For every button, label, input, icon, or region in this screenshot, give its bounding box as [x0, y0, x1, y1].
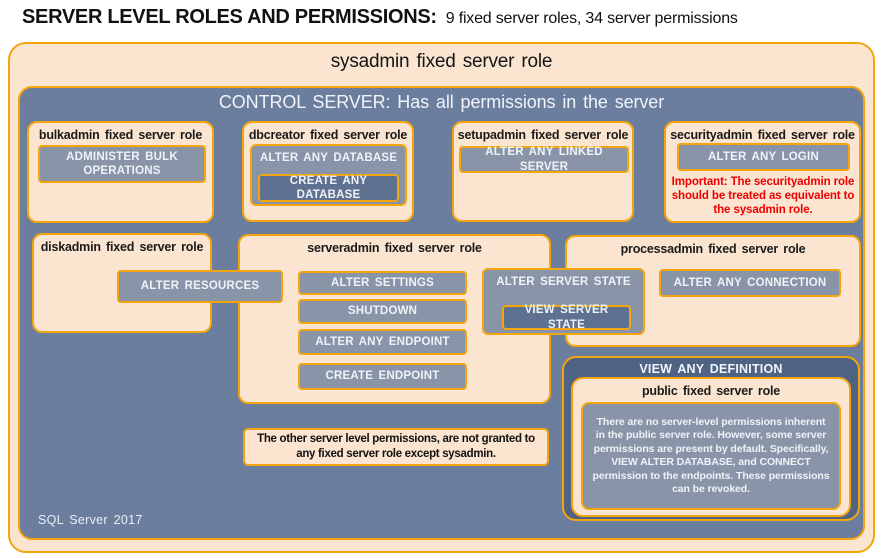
sysadmin-role-title: sysadmin fixed server role [330, 51, 553, 72]
permission-shutdown: SHUTDOWN [298, 299, 467, 324]
role-title-dbcreator: dbcreator fixed server role [248, 128, 408, 142]
permission-alter-any-database: ALTER ANY DATABASE CREATE ANY DATABASE [250, 144, 407, 206]
permission-alter-any-endpoint: ALTER ANY ENDPOINT [298, 329, 467, 355]
permission-alter-any-linked-server: ALTER ANY LINKED SERVER [459, 146, 629, 173]
permission-view-server-state: VIEW SERVER STATE [502, 304, 631, 331]
view-any-definition-label: VIEW ANY DEFINITION [639, 362, 783, 376]
role-title-securityadmin: securityadmin fixed server role [670, 128, 855, 142]
permission-create-any-database: CREATE ANY DATABASE [258, 174, 399, 202]
permission-alter-settings: ALTER SETTINGS [298, 271, 467, 295]
securityadmin-warning-note: Important: The securityadmin role should… [671, 176, 855, 217]
permission-alter-any-login: ALTER ANY LOGIN [677, 143, 850, 171]
permission-view-any-definition: VIEW ANY DEFINITION public fixed server … [562, 356, 860, 521]
role-title-processadmin: processadmin fixed server role [620, 242, 806, 256]
role-title-serveradmin: serveradmin fixed server role [307, 241, 482, 255]
page-title-bold: SERVER LEVEL ROLES AND PERMISSIONS: [22, 6, 437, 28]
role-title-setupadmin: setupadmin fixed server role [457, 128, 629, 142]
public-role-description: There are no server-level permissions in… [581, 402, 841, 510]
page-title-subtitle: 9 fixed server roles, 34 server permissi… [445, 10, 738, 27]
permission-alter-resources: ALTER RESOURCES [117, 270, 283, 303]
permission-administer-bulk-operations: ADMINISTER BULK OPERATIONS [38, 145, 206, 183]
permission-alter-any-connection: ALTER ANY CONNECTION [659, 269, 841, 297]
permission-create-endpoint: CREATE ENDPOINT [298, 363, 467, 390]
other-permissions-note: The other server level permissions, are … [243, 428, 549, 466]
role-box-securityadmin: securityadmin fixed server role [664, 121, 861, 223]
sql-server-version-label: SQL Server 2017 [38, 513, 143, 527]
role-title-bulkadmin: bulkadmin fixed server role [38, 128, 203, 142]
control-server-title: CONTROL SERVER: Has all permissions in t… [218, 92, 665, 112]
role-box-diskadmin: diskadmin fixed server role [32, 233, 212, 333]
page-title: SERVER LEVEL ROLES AND PERMISSIONS: 9 fi… [22, 6, 872, 34]
role-box-public: public fixed server role There are no se… [571, 377, 851, 517]
permission-alter-server-state-label: ALTER SERVER STATE [496, 276, 631, 288]
permission-alter-server-state: ALTER SERVER STATE VIEW SERVER STATE [482, 268, 645, 335]
role-title-public: public fixed server role [641, 384, 781, 398]
role-title-diskadmin: diskadmin fixed server role [40, 240, 204, 254]
permission-alter-any-database-label: ALTER ANY DATABASE [259, 152, 398, 164]
